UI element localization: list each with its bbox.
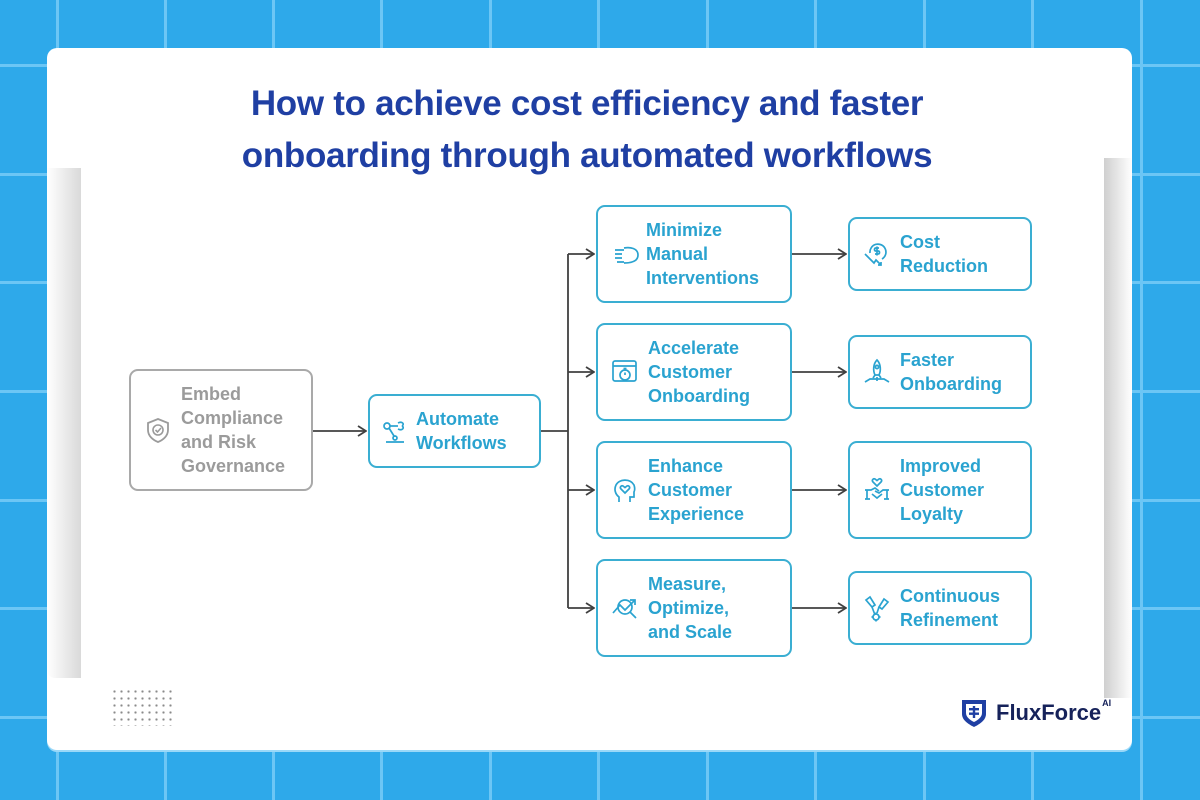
node-faster-onboarding[interactable]: Faster Onboarding — [848, 335, 1032, 409]
card-shade-right — [1104, 158, 1132, 698]
handshake-heart-icon — [865, 477, 889, 500]
card-shade-left — [47, 168, 81, 678]
node-enhance-customer-experience[interactable]: Enhance Customer Experience — [596, 441, 792, 539]
shield-check-icon — [147, 418, 169, 443]
node-accelerate-customer-onboarding[interactable]: Accelerate Customer Onboarding — [596, 323, 792, 421]
brand-name: FluxForce — [996, 700, 1102, 725]
title-line-1: How to achieve cost efficiency and faste… — [250, 84, 924, 123]
node-label: Measure, Optimize, and Scale — [648, 574, 733, 642]
node-label: Accelerate Customer Onboarding — [648, 338, 750, 406]
robotic-arm-icon — [383, 421, 405, 443]
chart-magnifier-icon — [612, 599, 637, 619]
node-label: Continuous Refinement — [900, 586, 1000, 630]
node-measure-optimize-scale[interactable]: Measure, Optimize, and Scale — [596, 559, 792, 657]
node-label: Faster Onboarding — [900, 350, 1002, 394]
title-line-2: onboarding through automated workflows — [241, 136, 933, 175]
hand-point-icon — [615, 246, 639, 264]
node-label: Improved Customer Loyalty — [900, 456, 985, 524]
infographic-card: How to achieve cost efficiency and faste… — [47, 48, 1132, 750]
node-label: Embed Compliance and Risk Governance — [181, 384, 286, 476]
node-cost-reduction[interactable]: Cost Reduction — [848, 217, 1032, 291]
page-title: How to achieve cost efficiency and faste… — [167, 78, 1007, 182]
node-label: Enhance Customer Experience — [648, 456, 745, 524]
brand-logo: FluxForce AI — [960, 698, 1111, 728]
node-label: Automate Workflows — [416, 409, 507, 453]
dollar-down-icon — [864, 243, 887, 266]
brand-superscript: AI — [1102, 698, 1112, 708]
head-heart-icon — [614, 479, 636, 502]
node-automate-workflows[interactable]: Automate Workflows — [368, 394, 541, 468]
node-embed-compliance[interactable]: Embed Compliance and Risk Governance — [129, 369, 313, 491]
rocket-icon — [864, 358, 890, 383]
node-label: Minimize Manual Interventions — [646, 220, 760, 288]
tools-gear-icon — [864, 595, 890, 622]
node-improved-customer-loyalty[interactable]: Improved Customer Loyalty — [848, 441, 1032, 539]
node-minimize-manual-interventions[interactable]: Minimize Manual Interventions — [596, 205, 792, 303]
shield-logo-icon — [962, 700, 986, 727]
node-label: Cost Reduction — [900, 232, 988, 276]
decorative-dot-grid — [111, 688, 175, 726]
node-continuous-refinement[interactable]: Continuous Refinement — [848, 571, 1032, 645]
browser-stopwatch-icon — [612, 360, 637, 382]
connector-arrows — [313, 48, 1132, 750]
